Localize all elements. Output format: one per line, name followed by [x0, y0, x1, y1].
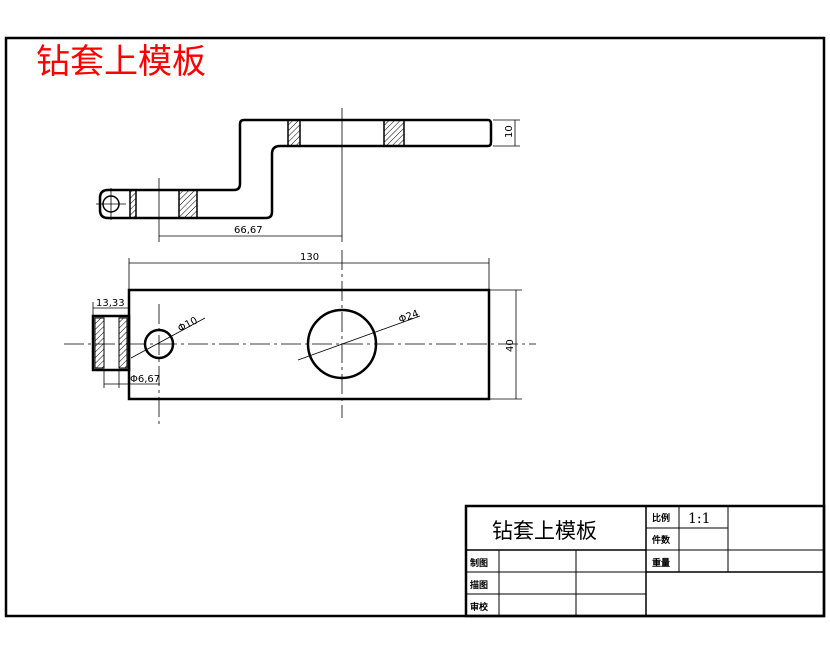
drawing-heading: 钻套上模板 — [36, 42, 206, 82]
title-block — [464, 504, 826, 618]
drawing-frame — [4, 36, 826, 618]
title-block-scale-value: 1:1 — [688, 511, 711, 527]
bushing-hatch-left — [94, 317, 105, 369]
title-block-quantity-label: 件数 — [652, 534, 671, 546]
dim-overall-length: 130 — [300, 252, 319, 263]
dim-large-hole-diameter: Φ24 — [397, 308, 420, 325]
title-block-drawn-label: 制图 — [470, 557, 488, 569]
title-block-checked-label: 审校 — [470, 601, 489, 613]
title-block-weight-label: 重量 — [652, 557, 670, 569]
title-block-title: 钻套上模板 — [492, 519, 597, 543]
part-outline-lower — [98, 118, 245, 220]
dim-bushing-length: 13,33 — [96, 298, 125, 309]
bushing-hatch-right — [118, 317, 128, 369]
dim-plate-width: 40 — [505, 339, 516, 352]
title-block-border — [464, 504, 826, 618]
title-block-traced-label: 描图 — [470, 579, 488, 591]
dim-small-hole-diameter: Φ10 — [176, 315, 199, 334]
leader-small-hole — [130, 317, 206, 359]
dim-bushing-diameter: Φ6,67 — [130, 374, 160, 385]
front-section-view — [96, 108, 520, 242]
dim-offset-length: 66,67 — [234, 225, 263, 236]
small-hole — [143, 328, 175, 360]
bushing-outline — [91, 314, 131, 372]
large-hole — [306, 308, 378, 380]
hatch-section-3 — [129, 189, 137, 219]
part-outline-upper — [198, 118, 493, 220]
title-block-scale-label: 比例 — [652, 512, 670, 524]
hatch-section-1 — [287, 119, 301, 147]
top-plan-view — [64, 250, 536, 428]
dim-top-thickness: 10 — [504, 125, 515, 138]
leader-large-hole — [297, 315, 421, 361]
hatch-section-4 — [178, 189, 198, 219]
hatch-section-2 — [383, 119, 405, 147]
